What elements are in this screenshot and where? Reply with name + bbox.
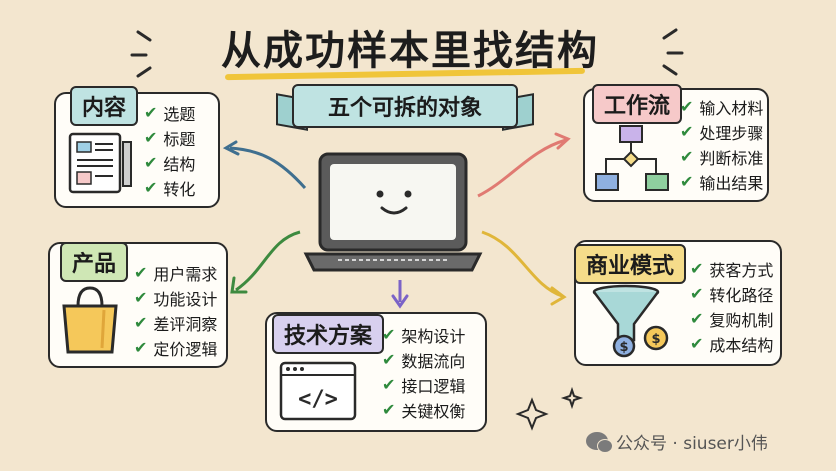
list-item: ✔关键权衡	[382, 400, 466, 421]
tag-product: 产品	[60, 242, 129, 282]
subtitle-ribbon: 五个可拆的对象	[292, 84, 518, 128]
flowchart-icon	[595, 125, 669, 191]
list-item: ✔差评洞察	[134, 313, 218, 334]
list-item: ✔数据流向	[382, 350, 466, 371]
tag-content: 内容	[70, 86, 139, 126]
arrow-head-business	[550, 286, 567, 306]
check-icon: ✔	[144, 128, 158, 147]
list-item: ✔功能设计	[134, 288, 218, 309]
arrow-to-business	[481, 230, 563, 298]
arrow-to-workflow	[477, 138, 567, 198]
document-icon	[68, 132, 132, 194]
code-window-icon: </>	[279, 361, 357, 421]
list-item: ✔转化	[144, 178, 196, 199]
list-item: ✔标题	[144, 128, 196, 149]
check-icon: ✔	[144, 178, 158, 197]
check-icon: ✔	[134, 313, 148, 332]
check-icon: ✔	[382, 375, 396, 394]
check-icon: ✔	[144, 103, 158, 122]
list-item: ✔复购机制	[690, 309, 774, 330]
check-icon: ✔	[680, 122, 694, 141]
arrow-head-content	[222, 140, 240, 156]
list-item: ✔结构	[144, 153, 196, 174]
coin-dollar-icon: $	[619, 340, 628, 355]
tag-business: 商业模式	[574, 244, 687, 284]
list-item: ✔转化路径	[690, 284, 774, 305]
check-icon: ✔	[690, 284, 704, 303]
page-title: 从成功样本里找结构	[221, 28, 599, 74]
list-item: ✔获客方式	[690, 259, 774, 280]
list-item: ✔输入材料	[680, 97, 764, 118]
list-item: ✔用户需求	[134, 263, 218, 284]
shopping-bag-icon	[62, 286, 118, 354]
tag-tech: 技术方案	[272, 314, 385, 354]
arrow-to-content	[229, 146, 307, 189]
check-icon: ✔	[382, 350, 396, 369]
list-item: ✔定价逻辑	[134, 338, 218, 359]
workflow-items: ✔输入材料 ✔处理步骤 ✔判断标准 ✔输出结果	[680, 94, 763, 194]
check-icon: ✔	[382, 325, 396, 344]
business-items: ✔获客方式 ✔转化路径 ✔复购机制 ✔成本结构	[690, 256, 773, 356]
title-sparkle-left	[130, 30, 152, 78]
check-icon: ✔	[690, 259, 704, 278]
check-icon: ✔	[680, 147, 694, 166]
list-item: ✔架构设计	[382, 325, 466, 346]
check-icon: ✔	[382, 400, 396, 419]
check-icon: ✔	[134, 338, 148, 357]
list-item: ✔判断标准	[680, 147, 764, 168]
check-icon: ✔	[680, 172, 694, 191]
list-item: ✔处理步骤	[680, 122, 764, 143]
product-items: ✔用户需求 ✔功能设计 ✔差评洞察 ✔定价逻辑	[134, 260, 217, 360]
check-icon: ✔	[144, 153, 158, 172]
coin-dollar-icon: $	[651, 332, 660, 347]
arrow-head-product	[230, 276, 248, 294]
arrow-head-tech	[391, 294, 409, 309]
check-icon: ✔	[690, 334, 704, 353]
sparkle-icon-small	[560, 386, 584, 410]
watermark: 公众号 · siuser小伟	[586, 428, 768, 454]
check-icon: ✔	[690, 309, 704, 328]
funnel-icon: $ $	[592, 284, 669, 358]
list-item: ✔成本结构	[690, 334, 774, 355]
sparkle-icon	[515, 397, 549, 431]
arrow-to-product	[235, 230, 301, 292]
list-item: ✔输出结果	[680, 172, 764, 193]
check-icon: ✔	[680, 97, 694, 116]
tag-workflow: 工作流	[592, 84, 683, 124]
arrow-head-workflow	[554, 132, 571, 150]
list-item: ✔接口逻辑	[382, 375, 466, 396]
laptop-icon	[303, 152, 483, 272]
check-icon: ✔	[134, 263, 148, 282]
code-glyph: </>	[298, 387, 338, 412]
list-item: ✔选题	[144, 103, 196, 124]
check-icon: ✔	[134, 288, 148, 307]
tech-items: ✔架构设计 ✔数据流向 ✔接口逻辑 ✔关键权衡	[382, 322, 465, 422]
watermark-text: 公众号 · siuser小伟	[616, 433, 768, 454]
content-items: ✔选题 ✔标题 ✔结构 ✔转化	[144, 100, 195, 200]
wechat-icon	[586, 432, 613, 453]
